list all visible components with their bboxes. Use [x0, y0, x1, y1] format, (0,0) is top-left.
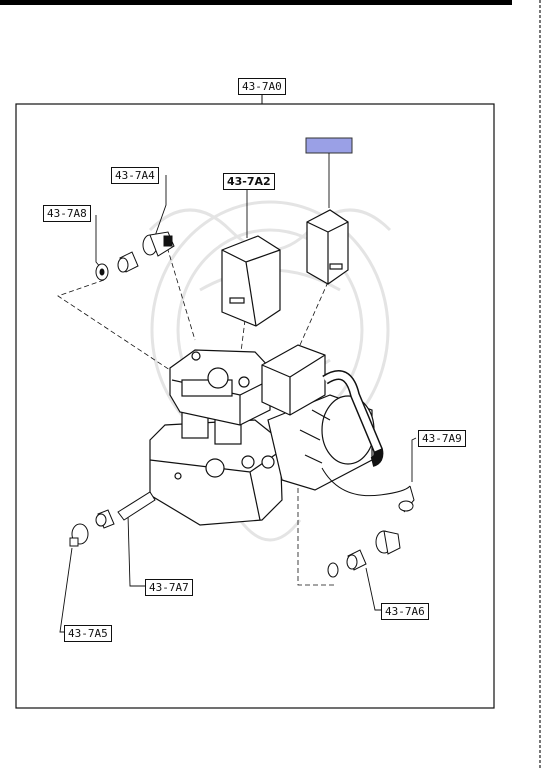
- label-43-7A8: 43-7A8: [43, 205, 91, 222]
- label-43-7A0: 43-7A0: [238, 78, 286, 95]
- label-43-7A7: 43-7A7: [145, 579, 193, 596]
- highlight-swatch: [305, 137, 353, 154]
- part-spacer-lower: [95, 509, 115, 529]
- header-bar: [0, 0, 512, 5]
- part-7A8-washer: [95, 263, 109, 281]
- label-43-7A9: 43-7A9: [418, 430, 466, 447]
- label-43-7A6: 43-7A6: [381, 603, 429, 620]
- label-43-7A2: 43-7A2: [223, 173, 275, 190]
- dashed-guides: [57, 239, 335, 586]
- part-7A6-connector: [375, 530, 401, 555]
- part-7A4-connector: [142, 231, 175, 257]
- hydraulic-unit: [149, 344, 384, 526]
- label-43-7A4: 43-7A4: [111, 167, 159, 184]
- part-cover-highlighted: [306, 209, 349, 285]
- part-spacer-right: [346, 549, 367, 571]
- label-43-7A5: 43-7A5: [64, 625, 112, 642]
- part-spacer-upper: [117, 251, 139, 273]
- assembly-frame: [15, 103, 495, 709]
- part-7A2-cover: [221, 235, 281, 327]
- part-washer-right: [327, 562, 339, 578]
- part-7A7-pin: [117, 491, 156, 521]
- part-7A9-wire: [321, 467, 415, 513]
- part-7A5-connector: [69, 523, 89, 547]
